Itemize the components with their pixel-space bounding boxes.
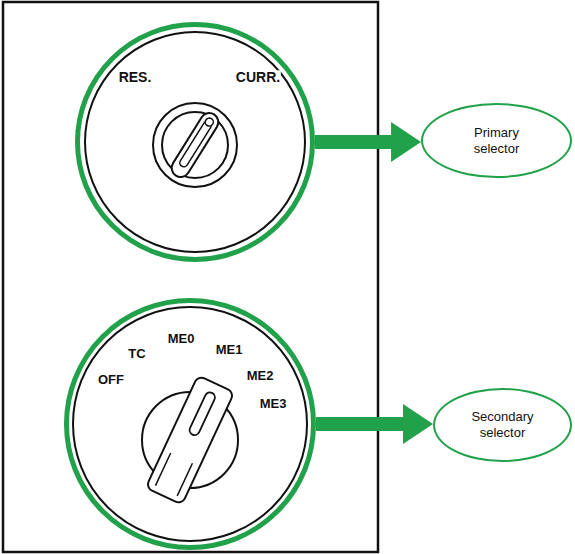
pointer-arrow <box>315 122 421 162</box>
key-switch <box>153 103 237 187</box>
switch-position-label: ME3 <box>259 397 288 411</box>
switch-position-label: OFF <box>97 373 125 387</box>
switch-position-label: TC <box>127 347 146 361</box>
callout-ellipse: Primary selector <box>421 103 572 178</box>
switch-position-label: ME2 <box>246 369 275 383</box>
callout-label: Secondary selector <box>471 409 533 440</box>
selector-ring: RES. CURR. <box>75 22 315 262</box>
callout-label: Primary selector <box>474 125 520 156</box>
switch-position-label: ME0 <box>167 332 196 346</box>
rotary-knob <box>142 375 238 504</box>
panel-outline <box>3 2 378 552</box>
pointer-arrow <box>316 404 433 444</box>
selector-ring: OFFTC ME0ME1ME2ME3 <box>64 298 316 550</box>
primary-dial-face <box>85 32 305 252</box>
switch-position-label: ME1 <box>215 343 244 357</box>
callout-ellipse: Secondary selector <box>433 388 572 462</box>
secondary-dial-face <box>73 307 307 541</box>
switch-position-label: RES. <box>118 70 153 85</box>
switch-position-label: CURR. <box>235 70 281 85</box>
